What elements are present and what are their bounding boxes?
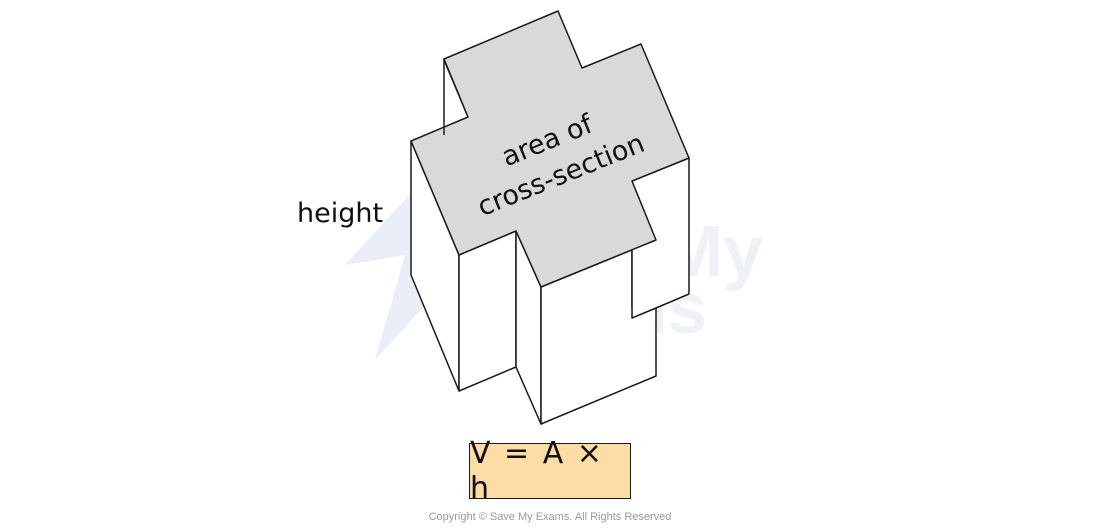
cross-prism [410,10,690,425]
prism-front-left-face [458,230,517,392]
copyright-notice: Copyright © Save My Exams. All Rights Re… [428,511,672,523]
height-label: height [297,198,383,229]
volume-formula: V = A × h [470,436,604,506]
formula-box: V = A × h [469,436,631,506]
prism-top-face [410,10,690,288]
